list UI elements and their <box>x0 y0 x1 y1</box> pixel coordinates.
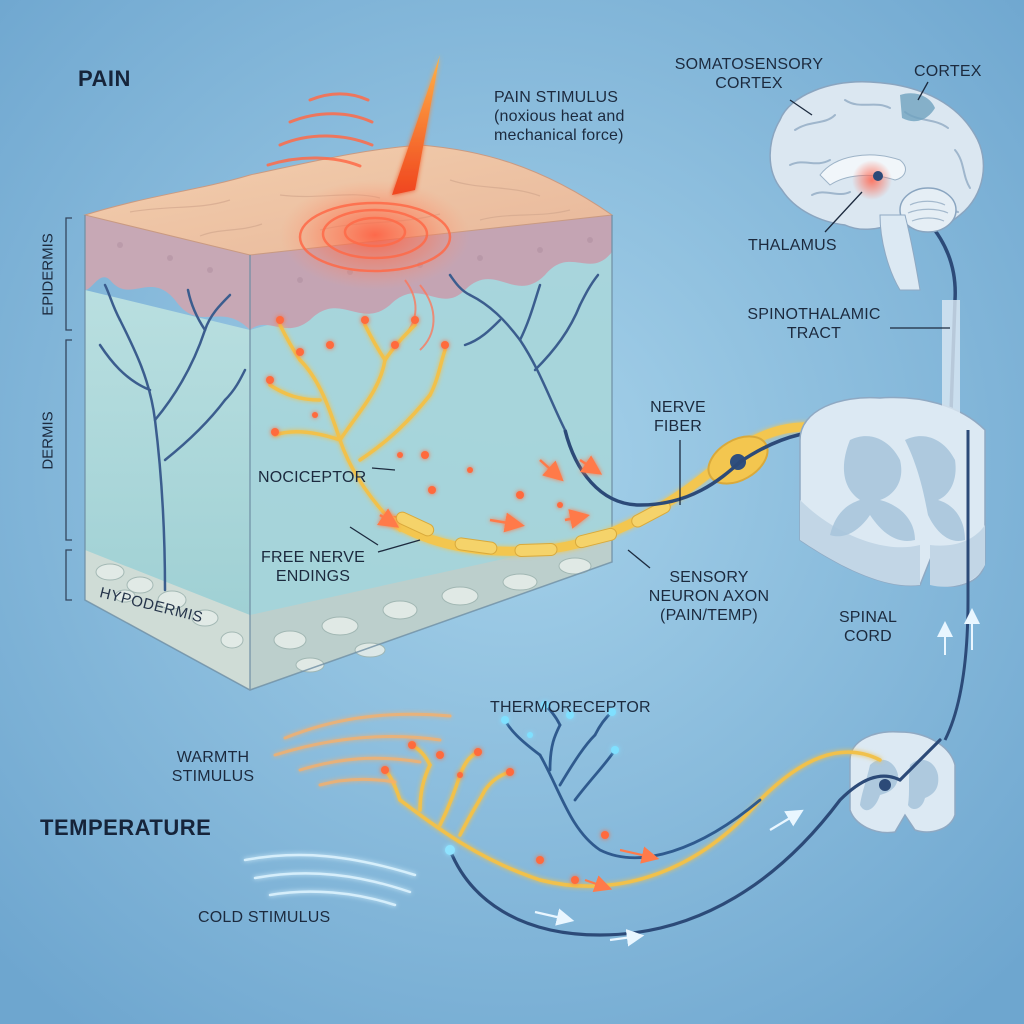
label-pain-stimulus: PAIN STIMULUS (noxious heat and mechanic… <box>494 88 625 145</box>
heat-spot <box>280 180 470 290</box>
label-thalamus: THALAMUS <box>748 236 837 255</box>
label-nerve-fiber: NERVE FIBER <box>640 398 716 436</box>
label-free-nerve-endings: FREE NERVE ENDINGS <box>254 548 372 586</box>
label-warmth-stimulus: WARMTH STIMULUS <box>158 748 268 786</box>
label-thermoreceptor: THERMORECEPTOR <box>490 698 651 717</box>
label-sensory-neuron-axon: SENSORY NEURON AXON (PAIN/TEMP) <box>624 568 794 625</box>
heading-pain: PAIN <box>78 66 131 92</box>
label-spinal-cord: SPINAL CORD <box>828 608 908 646</box>
heading-temperature: TEMPERATURE <box>40 815 211 841</box>
label-dermis: DERMIS <box>40 407 57 475</box>
label-nociceptor: NOCICEPTOR <box>258 468 366 487</box>
label-somatosensory-cortex: SOMATOSENSORY CORTEX <box>668 55 830 93</box>
label-cortex: CORTEX <box>914 62 982 81</box>
label-cold-stimulus: COLD STIMULUS <box>198 908 330 927</box>
label-epidermis: EPIDERMIS <box>40 229 57 321</box>
label-spinothalamic-tract: SPINOTHALAMIC TRACT <box>738 305 890 343</box>
cerebellum <box>900 188 956 232</box>
thalamus-region <box>852 160 892 200</box>
